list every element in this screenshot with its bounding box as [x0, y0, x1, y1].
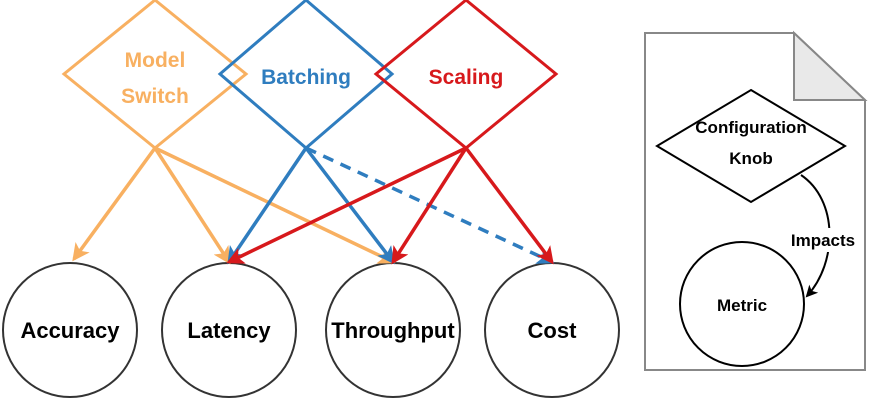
- legend-impacts-label-bg: [782, 228, 864, 252]
- knob-label-model_switch-line1: Model: [125, 49, 186, 72]
- edge-batching-to-latency: [227, 147, 308, 265]
- edges: [72, 146, 555, 265]
- legend-metric-label: Metric: [717, 296, 767, 315]
- knob-labels: Model Switch Batching Scaling: [121, 49, 503, 108]
- legend-page-fold: [793, 30, 868, 101]
- edge-scaling-to-throughput: [391, 147, 468, 265]
- legend-knob-label-line2: Knob: [729, 149, 772, 168]
- legend-impacts-label: Impacts: [791, 231, 855, 250]
- legend-knob-label-line1: Configuration: [695, 118, 806, 137]
- edge-model_switch-to-throughput: [154, 146, 396, 264]
- legend-metric-circle: [679, 241, 805, 367]
- metric-circle-accuracy: [2, 262, 138, 398]
- metric-label-latency: Latency: [187, 318, 271, 343]
- metric-node-accuracy: Accuracy: [2, 262, 138, 398]
- knob-label-model_switch-line2: Switch: [121, 85, 189, 108]
- legend-panel: Configuration Knob Impacts Metric: [644, 30, 868, 371]
- edge-scaling-to-cost: [464, 146, 554, 265]
- metric-node-latency: Latency: [161, 262, 297, 398]
- metric-label-accuracy: Accuracy: [20, 318, 120, 343]
- legend-knob-diamond: [655, 88, 847, 204]
- metric-node-cost: Cost: [484, 262, 620, 398]
- metric-label-cost: Cost: [528, 318, 578, 343]
- edge-scaling-to-latency: [226, 146, 467, 264]
- metric-node-throughput: Throughput: [325, 262, 461, 398]
- edge-model_switch-to-latency: [153, 147, 231, 265]
- edge-model_switch-to-accuracy: [72, 146, 157, 262]
- knob-label-batching: Batching: [261, 66, 351, 89]
- metric-nodes: Accuracy Latency Throughput Cost: [2, 262, 620, 398]
- metric-label-throughput: Throughput: [331, 318, 455, 343]
- knob-label-scaling: Scaling: [429, 66, 504, 89]
